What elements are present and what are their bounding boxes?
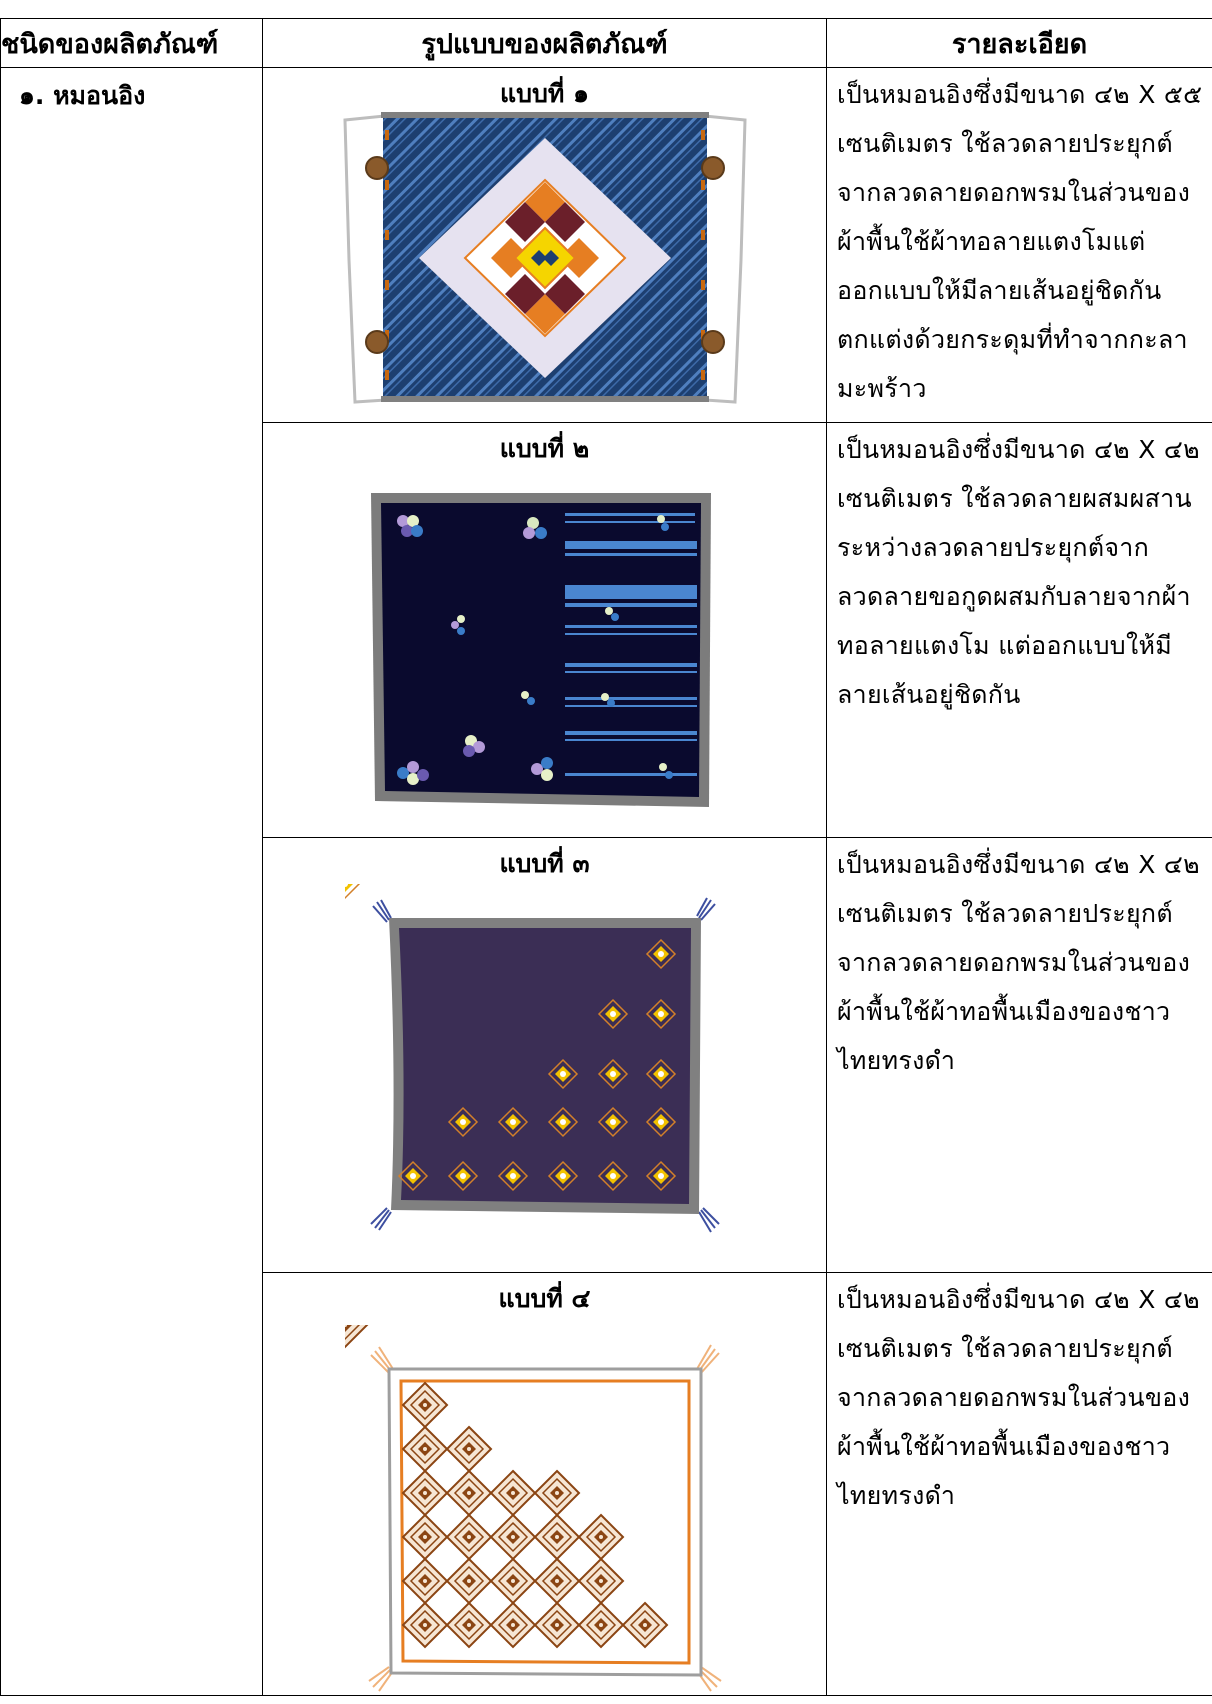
cushion-design-1-image: [342, 112, 747, 404]
header-product-design: รูปแบบของผลิตภัณฑ์: [262, 18, 827, 68]
header-row: ชนิดของผลิตภัณฑ์ รูปแบบของผลิตภัณฑ์ รายล…: [0, 18, 1212, 68]
design-cell: แบบที่ ๔: [262, 1272, 827, 1696]
design-cell: แบบที่ ๓: [262, 837, 827, 1273]
design-label: แบบที่ ๑: [500, 79, 589, 108]
header-product-type: ชนิดของผลิตภัณฑ์: [0, 18, 263, 68]
table-row: แบบที่ ๒: [1, 422, 1212, 838]
detail-cell: เป็นหมอนอิงซึ่งมีขนาด ๔๒ X ๔๒ เซนติเมตร …: [826, 837, 1212, 1273]
product-type-label: ๑. หมอนอิง: [19, 81, 146, 110]
cushion-design-4-image: [344, 1325, 722, 1692]
detail-cell: เป็นหมอนอิงซึ่งมีขนาด ๔๒ X ๕๕ เซนติเมตร …: [826, 67, 1212, 423]
design-label: แบบที่ ๔: [498, 1284, 591, 1313]
detail-cell: เป็นหมอนอิงซึ่งมีขนาด ๔๒ X ๔๒ เซนติเมตร …: [826, 422, 1212, 838]
design-label: แบบที่ ๒: [499, 434, 590, 463]
cushion-design-2-image: [370, 493, 711, 807]
product-table: ชนิดของผลิตภัณฑ์ รูปแบบของผลิตภัณฑ์ รายล…: [0, 18, 1212, 1696]
cushion-design-3-image: [344, 884, 720, 1233]
design-cell: แบบที่ ๑: [262, 67, 827, 423]
detail-cell: เป็นหมอนอิงซึ่งมีขนาด ๔๒ X ๔๒ เซนติเมตร …: [826, 1272, 1212, 1696]
table-row: แบบที่ ๔: [1, 1272, 1212, 1696]
design-cell: แบบที่ ๒: [262, 422, 827, 838]
product-type-cell: ๑. หมอนอิง: [0, 67, 263, 1696]
design-label: แบบที่ ๓: [499, 849, 590, 878]
header-detail: รายละเอียด: [826, 18, 1212, 68]
table-row: ๑. หมอนอิง แบบที่ ๑: [0, 67, 1212, 1696]
table-row: แบบที่ ๓: [1, 837, 1212, 1273]
